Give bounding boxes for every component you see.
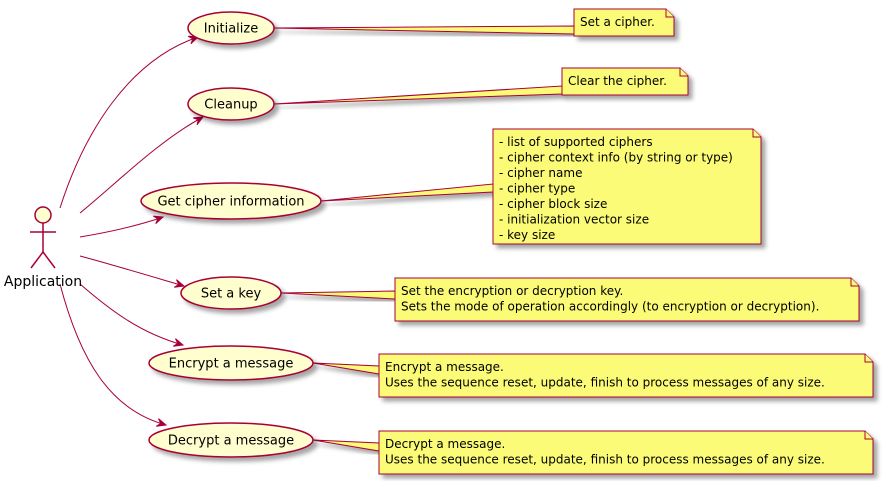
arrowhead (172, 338, 185, 347)
actor-label: Application (4, 274, 82, 290)
edge-actor-to-get-cipher-information (79, 215, 165, 238)
usecase-encrypt-a-message[interactable]: Encrypt a message (148, 345, 314, 381)
note-get-cipher-information: - list of supported ciphers - cipher cont… (492, 128, 762, 245)
edge-actor-to-initialize (59, 35, 200, 209)
note-set-a-key: Set the encryption or decryption key. Set… (394, 277, 860, 322)
note-line: - initialization vector size (499, 213, 649, 227)
usecase-set-a-key[interactable]: Set a key (180, 276, 282, 310)
note-line: - cipher name (499, 166, 582, 180)
arrowhead (187, 35, 200, 45)
usecase-cleanup[interactable]: Cleanup (187, 87, 275, 121)
usecase-label: Decrypt a message (168, 434, 294, 449)
usecase-label: Cleanup (204, 98, 257, 113)
arrowhead (173, 279, 186, 288)
note-line: Clear the cipher. (568, 74, 667, 88)
usecase-label: Initialize (204, 22, 258, 37)
edge-actor-to-decrypt-a-message (59, 283, 168, 427)
note-connector-set-a-key (280, 290, 396, 300)
note-line: Uses the sequence reset, update, finish … (385, 376, 825, 390)
usecase-get-cipher-information[interactable]: Get cipher information (140, 182, 322, 220)
edge-actor-to-encrypt-a-message (79, 283, 185, 347)
note-line: Decrypt a message. (385, 437, 505, 451)
edge-actor-to-set-a-key (79, 255, 186, 288)
note-line: - list of supported ciphers (499, 135, 653, 149)
note-connector-get-cipher-information (320, 183, 494, 202)
note-encrypt-a-message: Encrypt a message. Uses the sequence rese… (378, 353, 874, 398)
note-decrypt-a-message: Decrypt a message. Uses the sequence rese… (378, 430, 874, 475)
note-connector-initialize (273, 25, 575, 35)
note-connector-encrypt-a-message (312, 362, 380, 375)
note-connector-decrypt-a-message (312, 439, 380, 452)
actor-application[interactable]: Application (4, 206, 82, 290)
note-initialize: Set a cipher. (573, 8, 675, 37)
note-line: Uses the sequence reset, update, finish … (385, 453, 825, 467)
arrowhead (193, 116, 205, 126)
usecase-label: Encrypt a message (169, 357, 294, 372)
note-line: - cipher context info (by string or type… (499, 151, 733, 165)
note-line: Set the encryption or decryption key. (401, 284, 623, 298)
note-connector-cleanup (273, 85, 563, 105)
arrowhead (152, 215, 165, 225)
usecase-initialize[interactable]: Initialize (187, 11, 275, 45)
note-line: - cipher block size (499, 197, 607, 211)
note-line: - key size (499, 228, 555, 242)
arrowhead (155, 418, 168, 427)
note-line: Sets the mode of operation accordingly (… (401, 300, 819, 314)
note-line: Set a cipher. (580, 15, 655, 29)
edge-actor-to-cleanup (79, 116, 205, 214)
note-line: - cipher type (499, 182, 575, 196)
note-cleanup: Clear the cipher. (561, 67, 689, 96)
usecase-decrypt-a-message[interactable]: Decrypt a message (148, 422, 314, 458)
usecase-label: Set a key (201, 287, 262, 302)
usecase-label: Get cipher information (157, 195, 304, 210)
stick-figure-icon (30, 206, 56, 269)
note-line: Encrypt a message. (385, 360, 504, 374)
